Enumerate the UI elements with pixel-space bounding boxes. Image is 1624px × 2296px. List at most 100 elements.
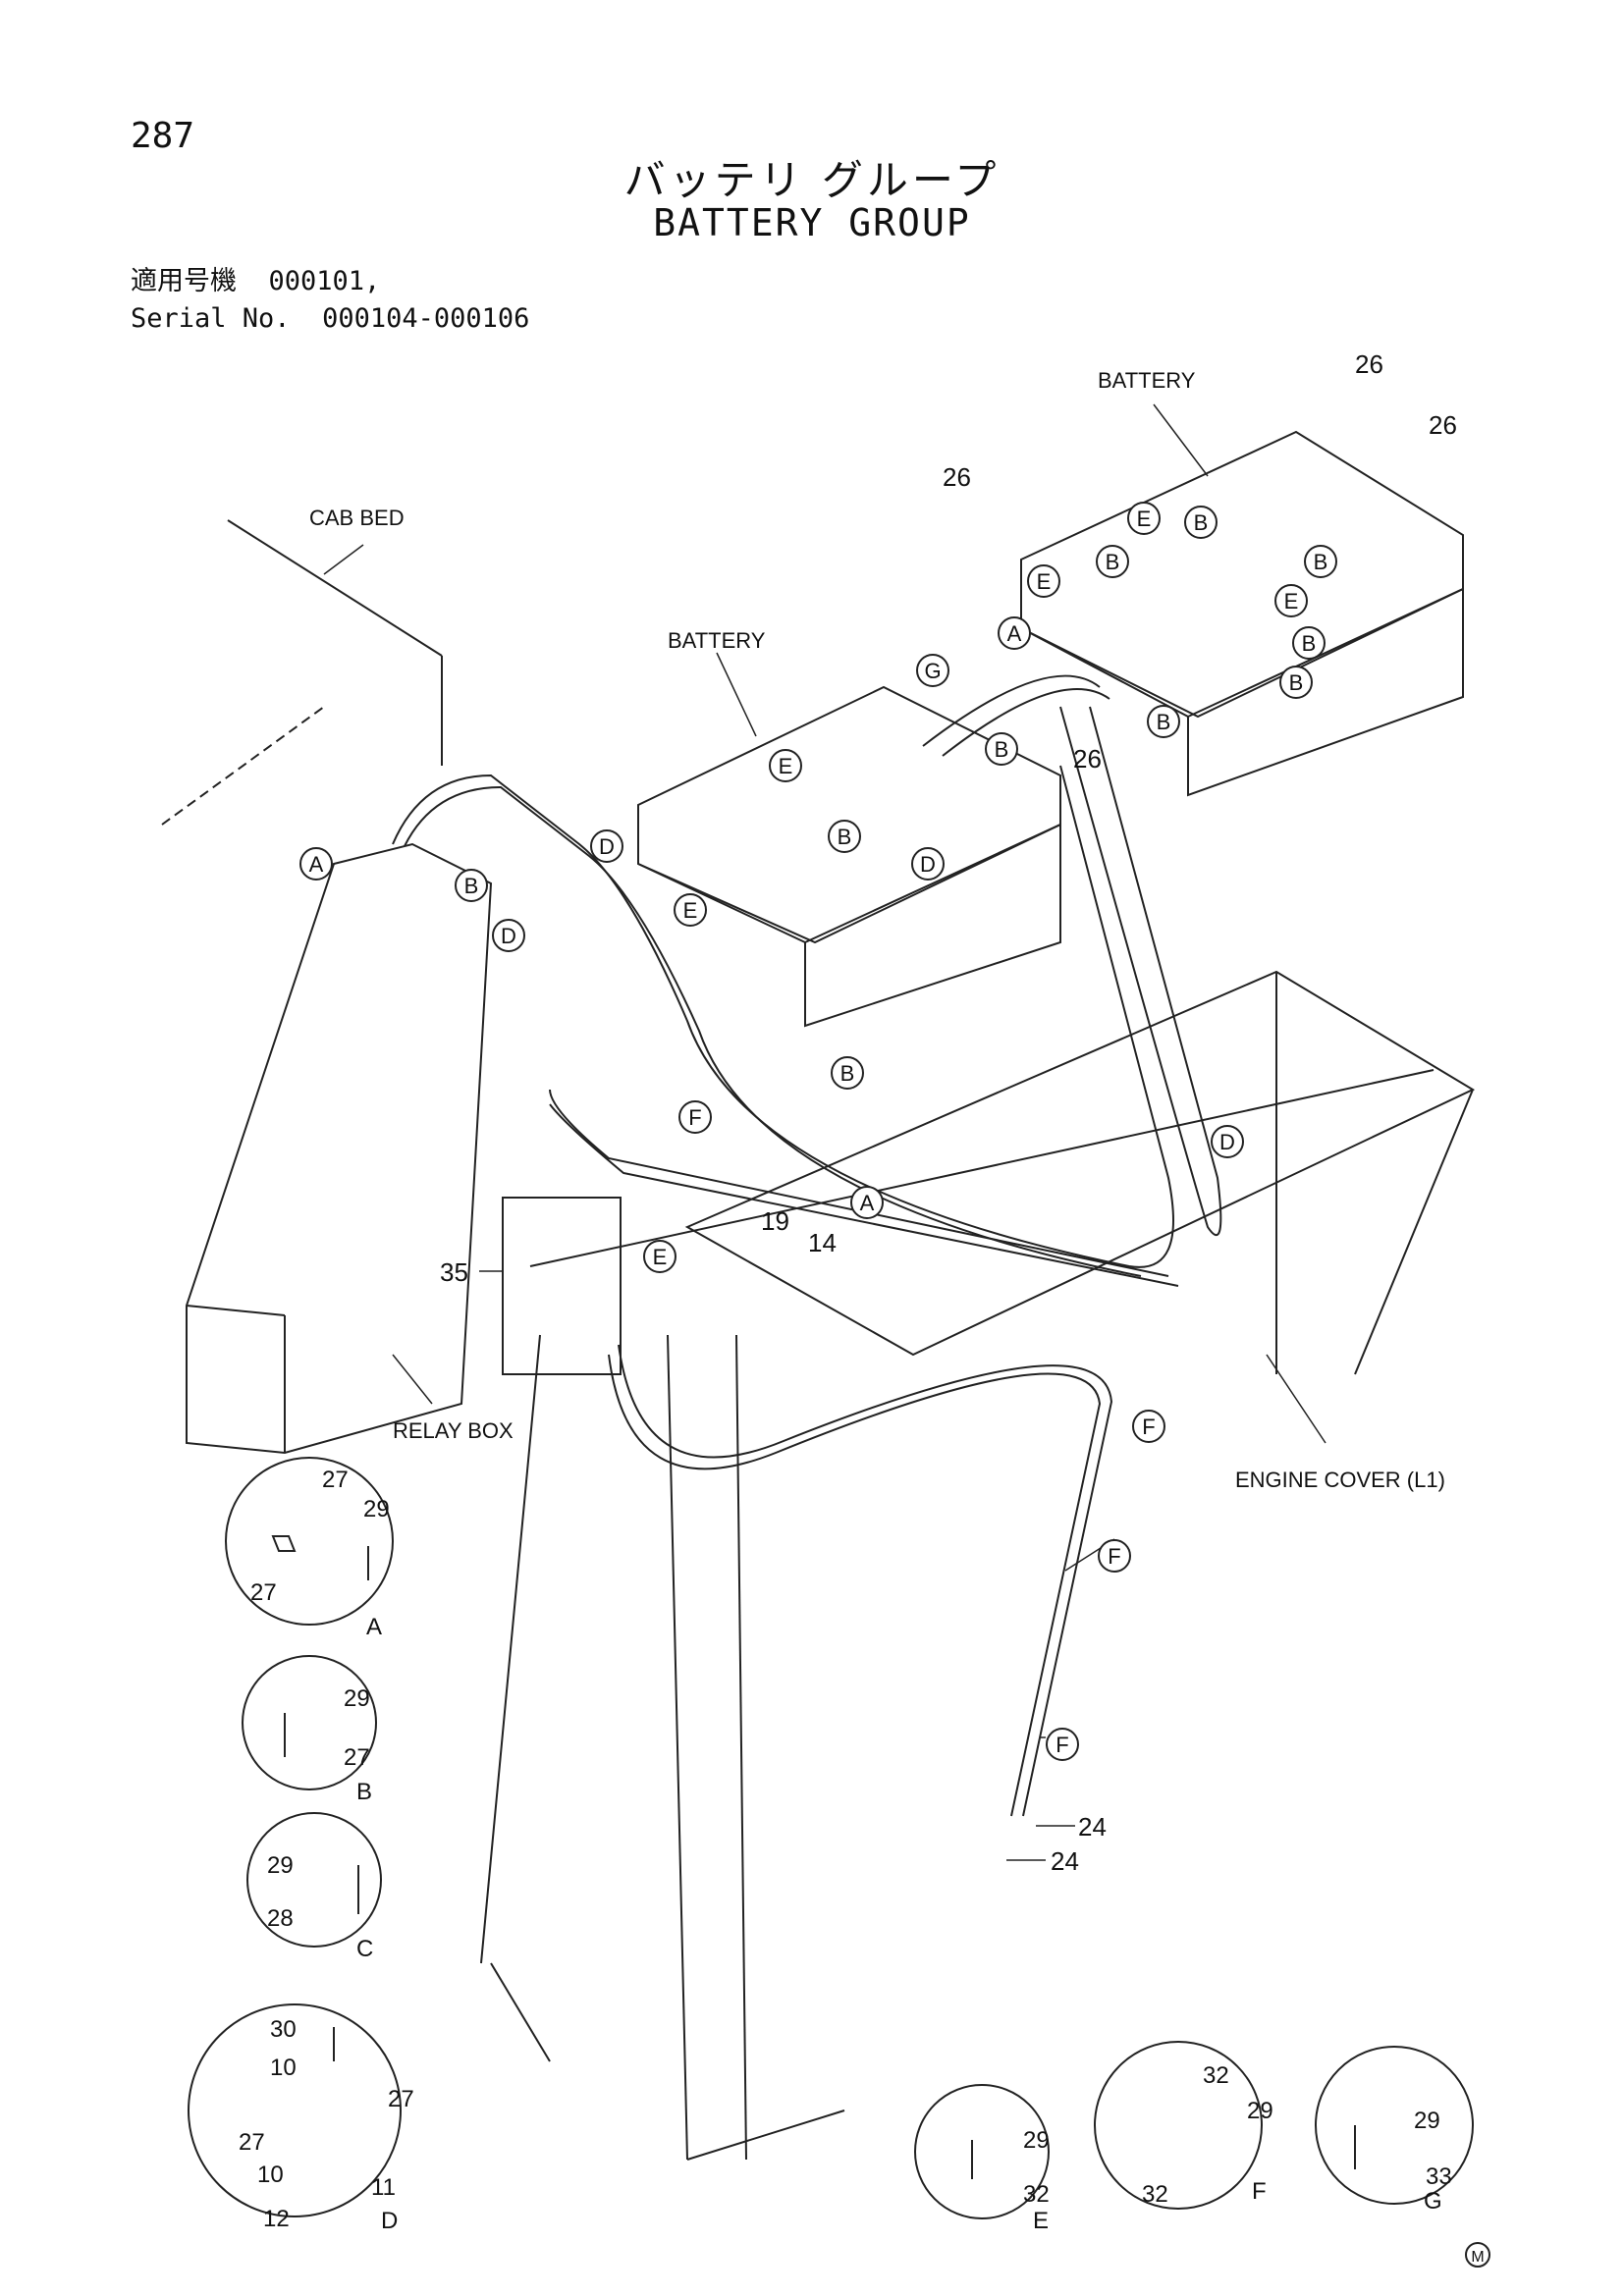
part-24-lower: 24: [1051, 1846, 1079, 1876]
part-26-right: 26: [1429, 410, 1457, 440]
callout-b-2: B: [828, 820, 861, 853]
mark-circle: [1465, 2242, 1490, 2268]
callout-f-2: F: [1132, 1410, 1165, 1443]
svg-text:E: E: [1137, 507, 1152, 531]
page-number: 287: [131, 116, 195, 156]
applicability-block: 適用号機 000101, Serial No. 000104-000106: [131, 263, 529, 338]
detail-g-part-29: 29: [1414, 2108, 1440, 2134]
detail-d-part-12: 12: [263, 2206, 290, 2232]
detail-circle-b: [242, 1655, 377, 1790]
svg-text:A: A: [860, 1191, 875, 1215]
svg-text:E: E: [779, 754, 793, 778]
applic-en-label: Serial No.: [131, 303, 291, 334]
detail-c-part-28: 28: [267, 1905, 294, 1932]
detail-d-part-27-right: 27: [388, 2086, 414, 2112]
svg-text:B: B: [1194, 510, 1209, 535]
callout-f-4: F: [1046, 1728, 1079, 1761]
detail-e-part-29: 29: [1023, 2127, 1050, 2154]
detail-d-part-27-left: 27: [239, 2129, 265, 2156]
svg-text:B: B: [840, 1061, 855, 1086]
detail-b-letter: B: [356, 1779, 372, 1805]
detail-a-letter: A: [366, 1614, 382, 1640]
part-26-center: 26: [1073, 744, 1102, 774]
svg-text:E: E: [1037, 569, 1052, 594]
detail-b-part-29: 29: [344, 1685, 370, 1712]
relay-box-body: [502, 1197, 622, 1375]
part-24-upper: 24: [1078, 1812, 1107, 1842]
detail-circle-c: [246, 1812, 382, 1948]
detail-f-letter: F: [1252, 2178, 1267, 2205]
svg-text:D: D: [920, 852, 936, 877]
detail-d-part-11: 11: [371, 2174, 396, 2201]
svg-text:F: F: [1108, 1544, 1120, 1569]
detail-g-letter: G: [1424, 2188, 1442, 2215]
callout-e-2: E: [674, 893, 707, 927]
detail-c-letter: C: [356, 1936, 373, 1962]
label-cab-bed: CAB BED: [309, 506, 405, 530]
detail-f-part-32-bottom: 32: [1142, 2181, 1168, 2208]
svg-text:E: E: [683, 898, 698, 923]
right-battery-outline: [1020, 430, 1464, 797]
detail-d-part-10-top: 10: [270, 2055, 297, 2081]
detail-d-part-10-bottom: 10: [257, 2162, 284, 2188]
callout-b-7: B: [1292, 626, 1326, 660]
svg-text:B: B: [1157, 710, 1171, 734]
part-26-top: 26: [1355, 349, 1383, 379]
svg-text:D: D: [1219, 1130, 1235, 1154]
frame-outline: [480, 970, 1476, 2161]
callout-b-10: B: [831, 1056, 864, 1090]
svg-text:E: E: [1284, 589, 1299, 614]
callout-a-3: A: [850, 1186, 884, 1219]
cab-bed-outline: [161, 519, 493, 1455]
detail-a-part-27-top: 27: [322, 1467, 349, 1493]
detail-circle-g: [1315, 2046, 1474, 2205]
callout-b-8: B: [1279, 666, 1313, 699]
svg-text:B: B: [464, 874, 479, 898]
part-26-mid: 26: [943, 462, 971, 492]
callout-b-4: B: [1096, 545, 1129, 578]
svg-text:E: E: [653, 1245, 668, 1269]
callout-d-3: D: [911, 847, 945, 881]
callout-b-6: B: [1304, 545, 1337, 578]
svg-text:B: B: [838, 825, 852, 849]
detail-circle-f: [1094, 2041, 1263, 2210]
label-battery-right: BATTERY: [1098, 368, 1196, 393]
detail-d-letter: D: [381, 2208, 398, 2234]
callout-b-3: B: [985, 732, 1018, 766]
callout-e-4: E: [1127, 502, 1161, 535]
svg-text:B: B: [995, 737, 1009, 762]
svg-text:D: D: [501, 924, 516, 948]
callout-g-1: G: [916, 654, 949, 687]
callout-e-1: E: [769, 749, 802, 782]
cable-harness: [392, 674, 1222, 1817]
callout-a-2: A: [998, 616, 1031, 650]
detail-e-letter: E: [1033, 2208, 1049, 2234]
svg-text:G: G: [924, 659, 941, 683]
callout-d-2: D: [492, 919, 525, 952]
svg-text:F: F: [1056, 1733, 1068, 1757]
detail-circle-e: [914, 2084, 1050, 2219]
callout-e-6: E: [643, 1240, 677, 1273]
detail-d-part-30: 30: [270, 2016, 297, 2043]
callout-b-1: B: [455, 869, 488, 902]
svg-text:F: F: [688, 1105, 701, 1130]
detail-b-part-27: 27: [344, 1744, 370, 1771]
callout-b-5: B: [1184, 506, 1218, 539]
svg-text:B: B: [1106, 550, 1120, 574]
detail-c-part-29: 29: [267, 1852, 294, 1879]
callout-b-9: B: [1147, 705, 1180, 738]
detail-g-part-33: 33: [1426, 2163, 1452, 2190]
applic-jp-label: 適用号機: [131, 266, 237, 296]
title-japanese: バッテリ グループ: [623, 156, 1001, 204]
detail-circle-d: [188, 2003, 402, 2217]
detail-a-part-29: 29: [363, 1496, 390, 1522]
svg-text:A: A: [309, 852, 324, 877]
callout-a-1: A: [299, 847, 333, 881]
detail-a-part-27-bottom: 27: [250, 1579, 277, 1606]
label-relay-box: RELAY BOX: [393, 1418, 514, 1443]
part-35: 35: [440, 1257, 468, 1287]
callout-e-5: E: [1274, 584, 1308, 617]
applic-jp-value: 000101,: [268, 266, 381, 296]
detail-f-part-32-top: 32: [1203, 2062, 1229, 2089]
